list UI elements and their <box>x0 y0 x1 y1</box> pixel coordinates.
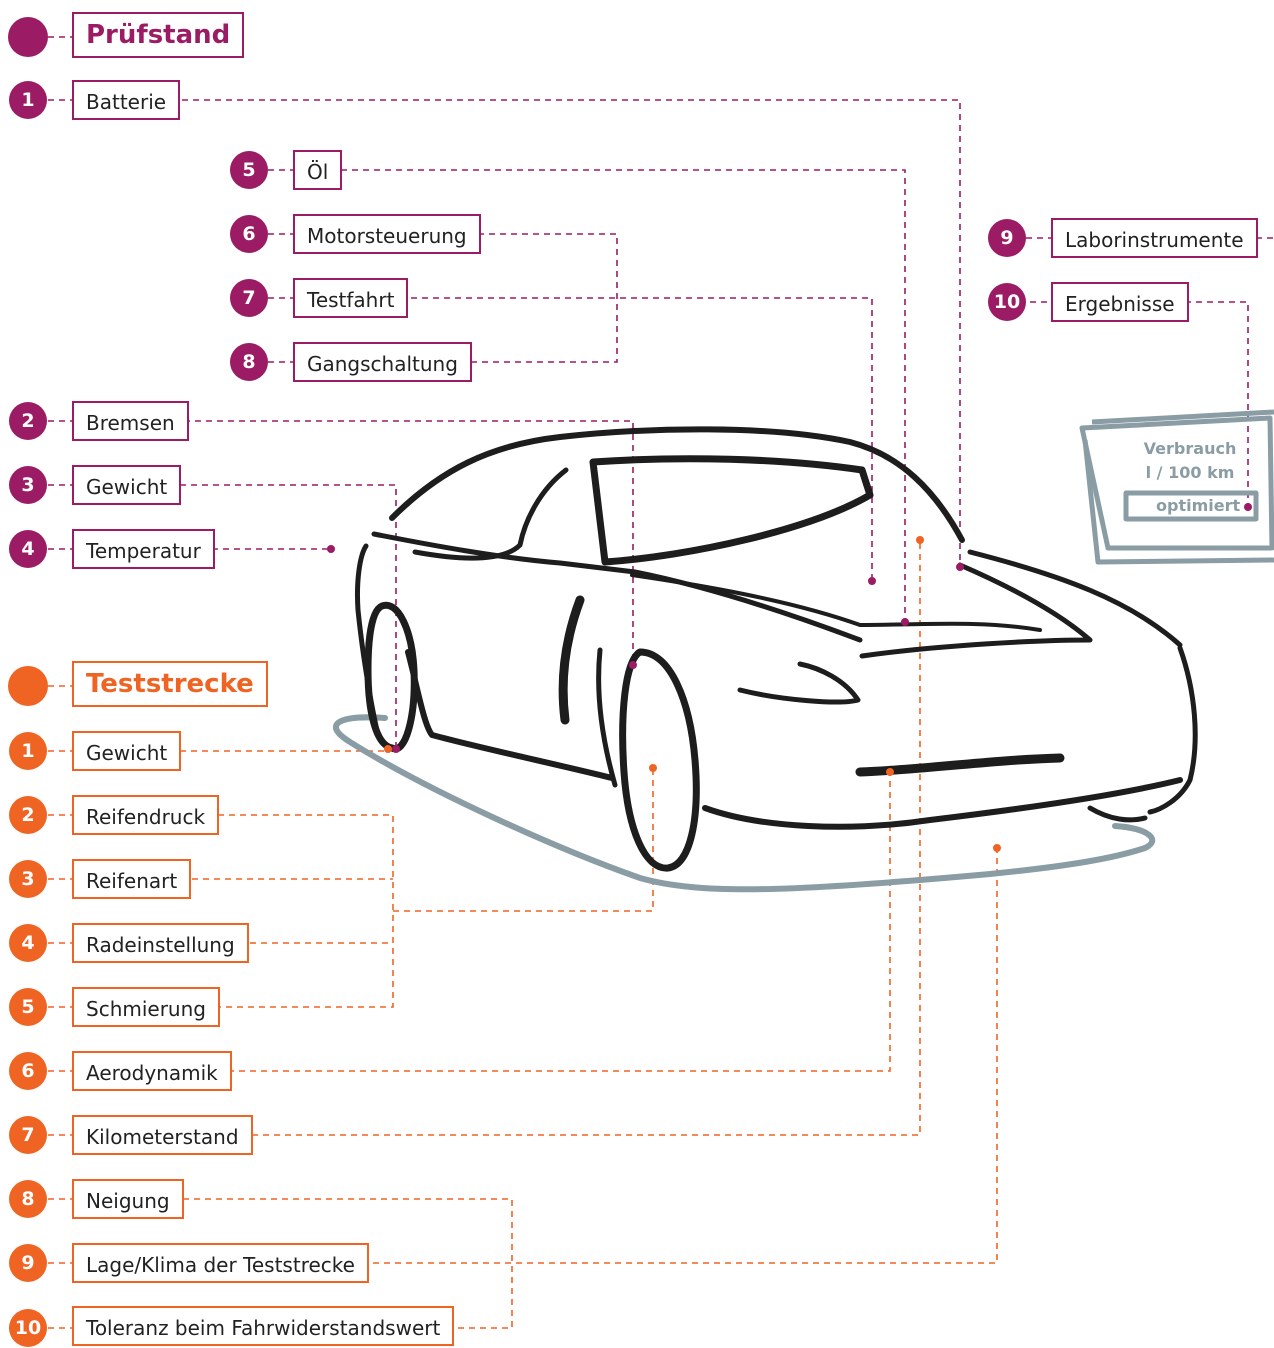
pruefstand-label-temperatur: Temperatur <box>72 529 215 569</box>
pruefstand-label-oel: Öl <box>293 150 343 190</box>
pruefstand-label-ergebnisse: Ergebnisse <box>1051 282 1189 322</box>
pruefstand-label-gewicht: Gewicht <box>72 465 182 505</box>
teststrecke-num-8: 8 <box>9 1180 47 1218</box>
pruefstand-endpoints <box>327 503 1252 753</box>
teststrecke-num-5: 5 <box>9 988 47 1026</box>
pruefstand-header-dot <box>8 17 48 57</box>
pruefstand-num-5: 5 <box>230 151 268 189</box>
teststrecke-label-kilometerstand: Kilometerstand <box>72 1115 253 1155</box>
pruefstand-title: Prüfstand <box>72 12 245 58</box>
pruefstand-num-1: 1 <box>9 81 47 119</box>
teststrecke-label-radeinstellung: Radeinstellung <box>72 923 249 963</box>
teststrecke-endpoints <box>384 536 1001 852</box>
ground-shadow <box>333 714 1156 893</box>
pruefstand-num-6: 6 <box>230 215 268 253</box>
teststrecke-num-9: 9 <box>9 1244 47 1282</box>
pruefstand-label-gangschaltung: Gangschaltung <box>293 342 472 382</box>
result-card-frame <box>1079 409 1274 565</box>
teststrecke-label-toleranz: Toleranz beim Fahrwiderstandswert <box>72 1306 455 1346</box>
pruefstand-num-3: 3 <box>9 466 47 504</box>
teststrecke-title: Teststrecke <box>72 661 268 707</box>
pruefstand-num-8: 8 <box>230 343 268 381</box>
teststrecke-label-reifenart: Reifenart <box>72 859 192 899</box>
pruefstand-label-batterie: Batterie <box>72 80 181 120</box>
teststrecke-label-neigung: Neigung <box>72 1179 184 1219</box>
pruefstand-num-7: 7 <box>230 279 268 317</box>
pruefstand-num-2: 2 <box>9 402 47 440</box>
teststrecke-num-1: 1 <box>9 732 47 770</box>
pruefstand-num-10: 10 <box>988 283 1026 321</box>
pruefstand-label-testfahrt: Testfahrt <box>293 278 409 318</box>
teststrecke-connectors <box>48 540 998 1329</box>
result-card-title: Verbrauch <box>1143 439 1237 458</box>
result-card-badge: optimiert <box>1156 496 1241 515</box>
pruefstand-label-motorsteuerung: Motorsteuerung <box>293 214 481 254</box>
teststrecke-label-schmierung: Schmierung <box>72 987 220 1027</box>
teststrecke-num-3: 3 <box>9 860 47 898</box>
pruefstand-label-bremsen: Bremsen <box>72 401 189 441</box>
teststrecke-num-6: 6 <box>9 1052 47 1090</box>
teststrecke-label-reifendruck: Reifendruck <box>72 795 220 835</box>
pruefstand-num-9: 9 <box>988 219 1026 257</box>
pruefstand-num-4: 4 <box>9 530 47 568</box>
teststrecke-num-4: 4 <box>9 924 47 962</box>
teststrecke-num-10: 10 <box>9 1309 47 1347</box>
result-card-unit: l / 100 km <box>1145 463 1235 482</box>
teststrecke-header-dot <box>8 666 48 706</box>
teststrecke-label-aerodynamik: Aerodynamik <box>72 1051 232 1091</box>
teststrecke-label-gewicht: Gewicht <box>72 731 182 771</box>
teststrecke-num-7: 7 <box>9 1116 47 1154</box>
teststrecke-label-lage-klima: Lage/Klima der Teststrecke <box>72 1243 369 1283</box>
pruefstand-label-laborinstrumente: Laborinstrumente <box>1051 218 1258 258</box>
teststrecke-num-2: 2 <box>9 796 47 834</box>
car-illustration <box>355 426 1198 872</box>
